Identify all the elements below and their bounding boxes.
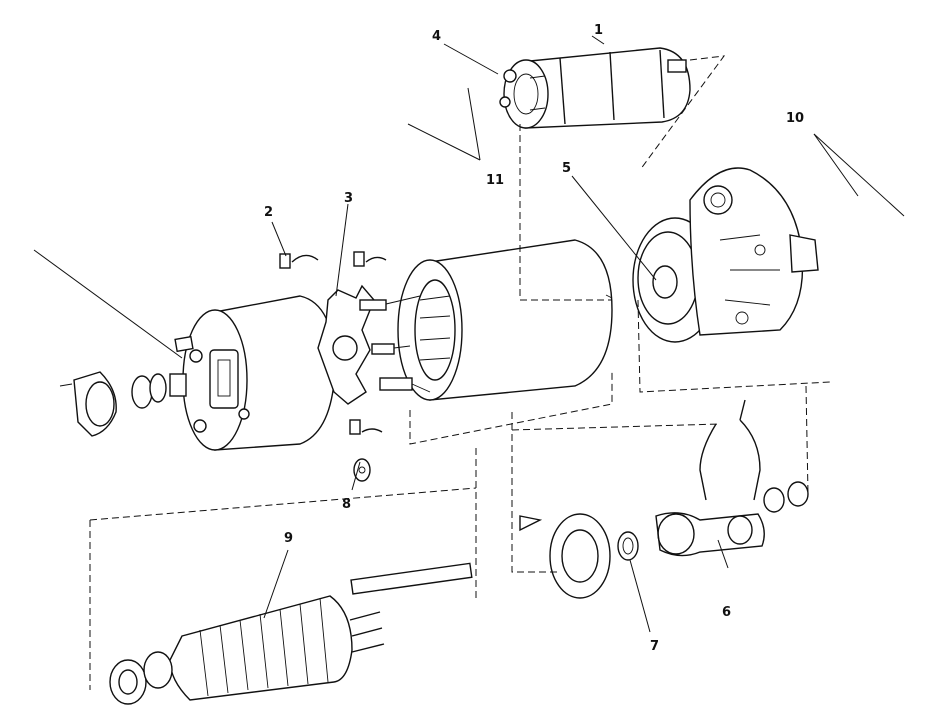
- solenoid: [499, 47, 691, 129]
- callout-9: 9: [284, 531, 293, 546]
- callout-11: 11: [486, 173, 504, 188]
- brush-springs: [279, 251, 387, 482]
- callout-8: 8: [342, 497, 351, 512]
- callout-1: 1: [594, 23, 603, 38]
- brush-plate: [317, 284, 431, 405]
- callout-3: 3: [344, 191, 353, 206]
- commutator-end-frame: [182, 295, 336, 451]
- leader-lines: [33, 35, 905, 633]
- callout-labels: 2 3 4 1 5 10 11 8 9 7 6: [264, 23, 804, 654]
- end-cap: [59, 335, 194, 437]
- drive-pinion-assembly: [519, 399, 809, 599]
- callout-5: 5: [562, 161, 571, 176]
- callout-2: 2: [264, 205, 273, 220]
- callout-10: 10: [786, 111, 804, 126]
- callout-6: 6: [722, 605, 731, 620]
- field-frame: [397, 239, 613, 401]
- callout-4: 4: [432, 29, 441, 44]
- assembly-guide-lines: [89, 55, 831, 690]
- callout-7: 7: [650, 639, 659, 654]
- armature: [109, 562, 473, 705]
- drive-end-housing: [632, 167, 819, 343]
